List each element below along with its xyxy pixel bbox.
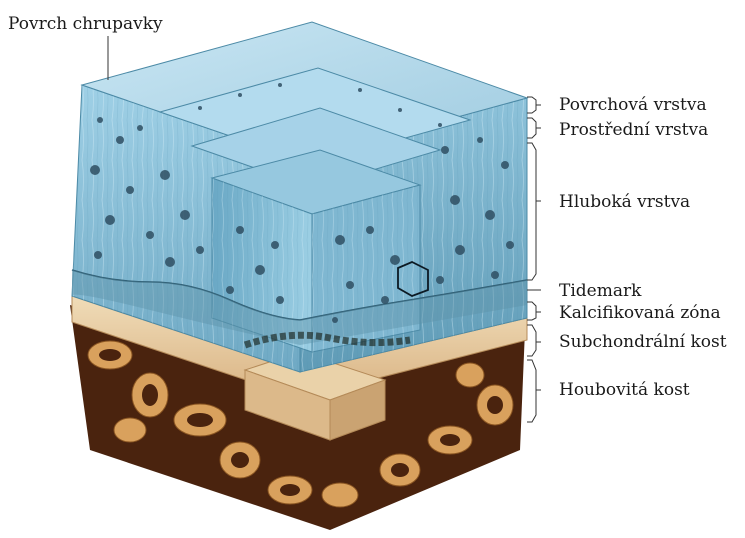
label-tidemark: Tidemark [559, 281, 641, 301]
label-middle-layer: Prostřední vrstva [559, 120, 708, 140]
label-calcified-zone: Kalcifikovaná zóna [559, 303, 721, 323]
label-cancellous-bone: Houbovitá kost [559, 380, 690, 400]
label-superficial-layer: Povrchová vrstva [559, 95, 707, 115]
label-deep-layer: Hluboká vrstva [559, 192, 690, 212]
label-surface: Povrch chrupavky [8, 14, 163, 34]
label-subchondral-bone: Subchondrální kost [559, 332, 727, 352]
layer-brackets [527, 97, 541, 422]
